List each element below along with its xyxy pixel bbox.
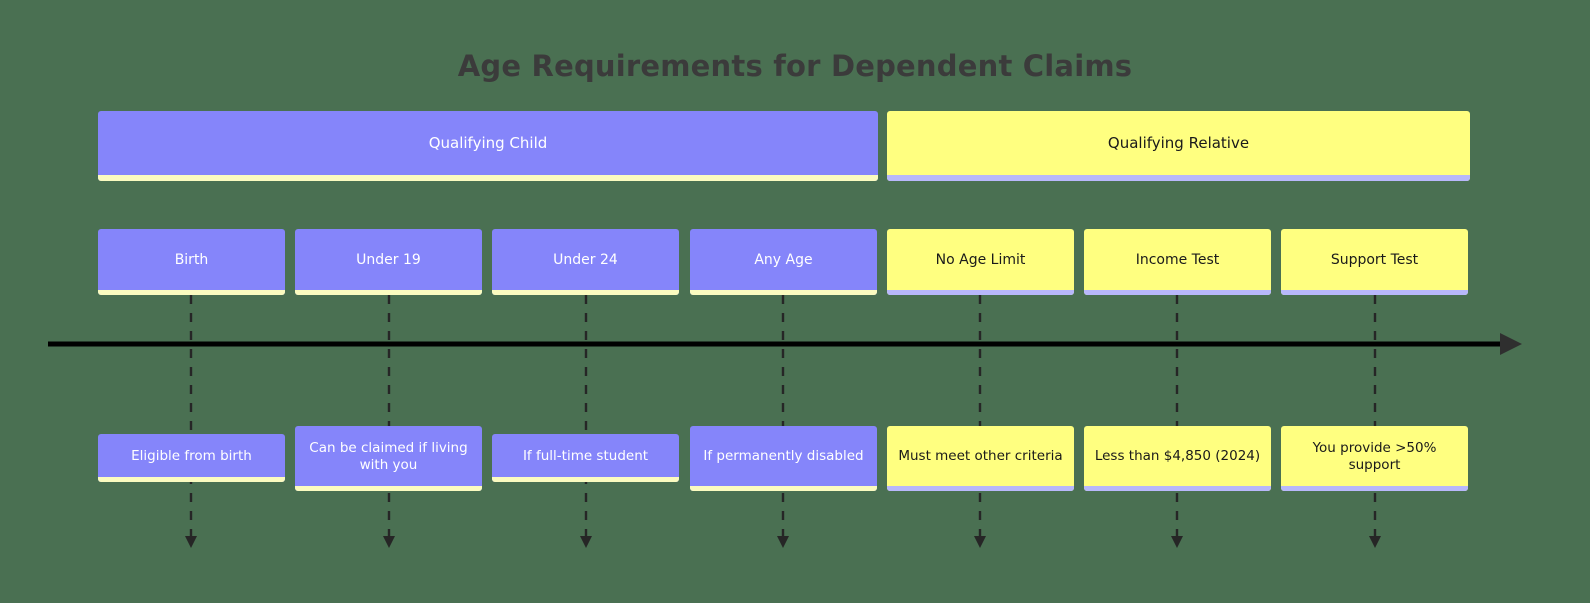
description-accent-strip	[690, 486, 877, 491]
header-accent-strip	[98, 175, 878, 181]
milestone-label: Under 19	[356, 251, 421, 268]
category-header-child: Qualifying Child	[98, 111, 878, 181]
description-label: If permanently disabled	[703, 448, 864, 464]
milestone-label: No Age Limit	[935, 251, 1026, 268]
description-accent-strip	[98, 477, 285, 482]
description-label: Can be claimed if living with you	[309, 439, 468, 473]
description-box: Less than $4,850 (2024)	[1084, 426, 1271, 491]
milestone-box: Birth	[98, 229, 285, 295]
timeline-arrow-icon	[1500, 333, 1522, 355]
description-label: Must meet other criteria	[898, 448, 1063, 464]
milestone-label: Income Test	[1135, 251, 1220, 268]
description-accent-strip	[1281, 486, 1468, 491]
category-header-label: Qualifying Child	[428, 134, 548, 152]
connector-arrowhead-icon	[185, 536, 197, 548]
connector-arrowhead-icon	[383, 536, 395, 548]
milestone-accent-strip	[1281, 290, 1468, 295]
description-box: Can be claimed if living with you	[295, 426, 482, 491]
description-label: If full-time student	[522, 447, 649, 464]
milestone-box: Any Age	[690, 229, 877, 295]
description-label: Less than $4,850 (2024)	[1094, 448, 1261, 464]
milestone-accent-strip	[492, 290, 679, 295]
description-accent-strip	[492, 477, 679, 482]
header-accent-strip	[887, 175, 1470, 181]
milestone-box: Support Test	[1281, 229, 1468, 295]
description-box: Eligible from birth	[98, 434, 285, 482]
milestone-label: Birth	[174, 251, 209, 268]
page-title: Age Requirements for Dependent Claims	[457, 49, 1133, 83]
connector-arrowhead-icon	[580, 536, 592, 548]
category-header-label: Qualifying Relative	[1107, 134, 1250, 152]
milestone-box: Under 24	[492, 229, 679, 295]
description-box: Must meet other criteria	[887, 426, 1074, 491]
description-label: You provide >50% support	[1312, 439, 1437, 473]
milestone-label: Any Age	[754, 251, 813, 268]
description-box: If permanently disabled	[690, 426, 877, 491]
description-box: If full-time student	[492, 434, 679, 482]
milestone-label: Support Test	[1330, 251, 1419, 268]
description-accent-strip	[1084, 486, 1271, 491]
milestone-box: Income Test	[1084, 229, 1271, 295]
milestone-accent-strip	[295, 290, 482, 295]
description-accent-strip	[295, 486, 482, 491]
connector-arrowhead-icon	[1171, 536, 1183, 548]
category-header-relative: Qualifying Relative	[887, 111, 1470, 181]
milestone-label: Under 24	[553, 251, 618, 268]
description-label: Eligible from birth	[131, 447, 252, 464]
connector-arrowhead-icon	[1369, 536, 1381, 548]
connector-arrowhead-icon	[974, 536, 986, 548]
description-box: You provide >50% support	[1281, 426, 1468, 491]
milestone-accent-strip	[1084, 290, 1271, 295]
milestone-accent-strip	[98, 290, 285, 295]
milestone-accent-strip	[887, 290, 1074, 295]
description-accent-strip	[887, 486, 1074, 491]
milestone-accent-strip	[690, 290, 877, 295]
milestone-box: No Age Limit	[887, 229, 1074, 295]
milestone-box: Under 19	[295, 229, 482, 295]
connector-arrowhead-icon	[777, 536, 789, 548]
